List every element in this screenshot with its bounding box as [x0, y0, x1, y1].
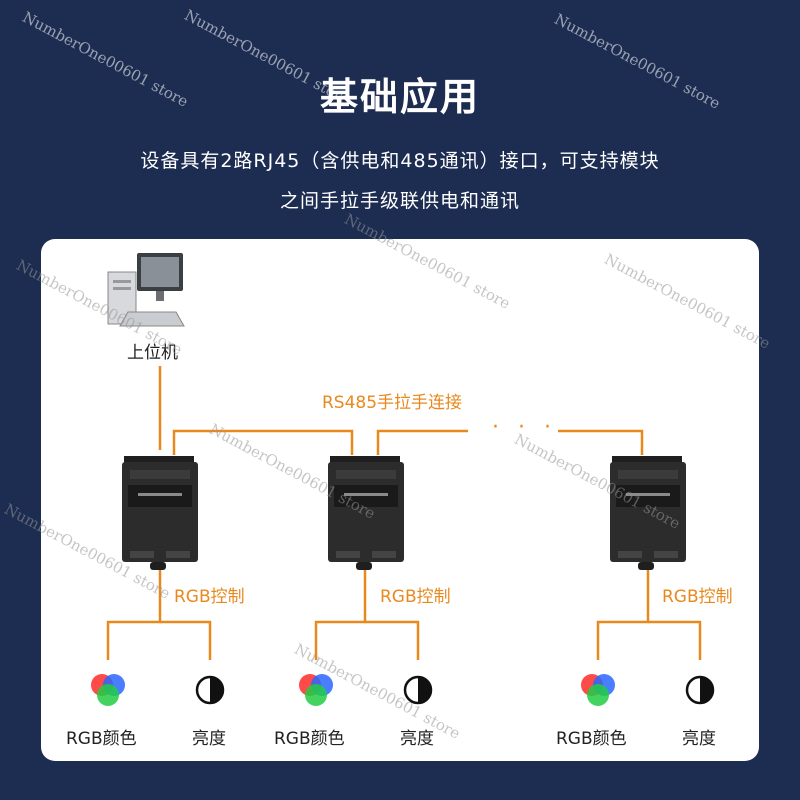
description-line-2: 之间手拉手级联供电和通讯	[279, 190, 520, 212]
connection-lines	[106, 366, 702, 660]
module-device-3	[610, 456, 686, 570]
page-title: 基础应用	[319, 75, 480, 119]
rgb-color-label-3: RGB颜色	[556, 729, 627, 749]
computer-icon	[107, 253, 185, 327]
module-device-2	[328, 456, 404, 570]
brightness-label-3: 亮度	[682, 729, 716, 749]
rs485-link-2-out	[376, 429, 468, 455]
brightness-icon	[685, 675, 715, 705]
description-line-1: 设备具有2路RJ45（含供电和485通讯）接口，可支持模块	[140, 150, 660, 172]
rgb-color-icon	[299, 674, 333, 706]
module-device-1	[122, 456, 198, 570]
brightness-icon	[403, 675, 433, 705]
brightness-label-2: 亮度	[400, 729, 434, 749]
control-label-2: RGB控制	[380, 587, 451, 607]
control-label-1: RGB控制	[174, 587, 245, 607]
rgb-color-icon	[91, 674, 125, 706]
ellipsis: · · ·	[492, 415, 557, 440]
bus-label: RS485手拉手连接	[322, 393, 463, 413]
rgb-color-icon	[581, 674, 615, 706]
host-label: 上位机	[127, 343, 178, 363]
rs485-link-1-2	[172, 429, 354, 455]
rgb-color-label-2: RGB颜色	[274, 729, 345, 749]
brightness-icon	[195, 675, 225, 705]
rs485-link-in-3	[558, 429, 644, 455]
brightness-label-1: 亮度	[192, 729, 226, 749]
control-label-3: RGB控制	[662, 587, 733, 607]
rgb-color-label-1: RGB颜色	[66, 729, 137, 749]
